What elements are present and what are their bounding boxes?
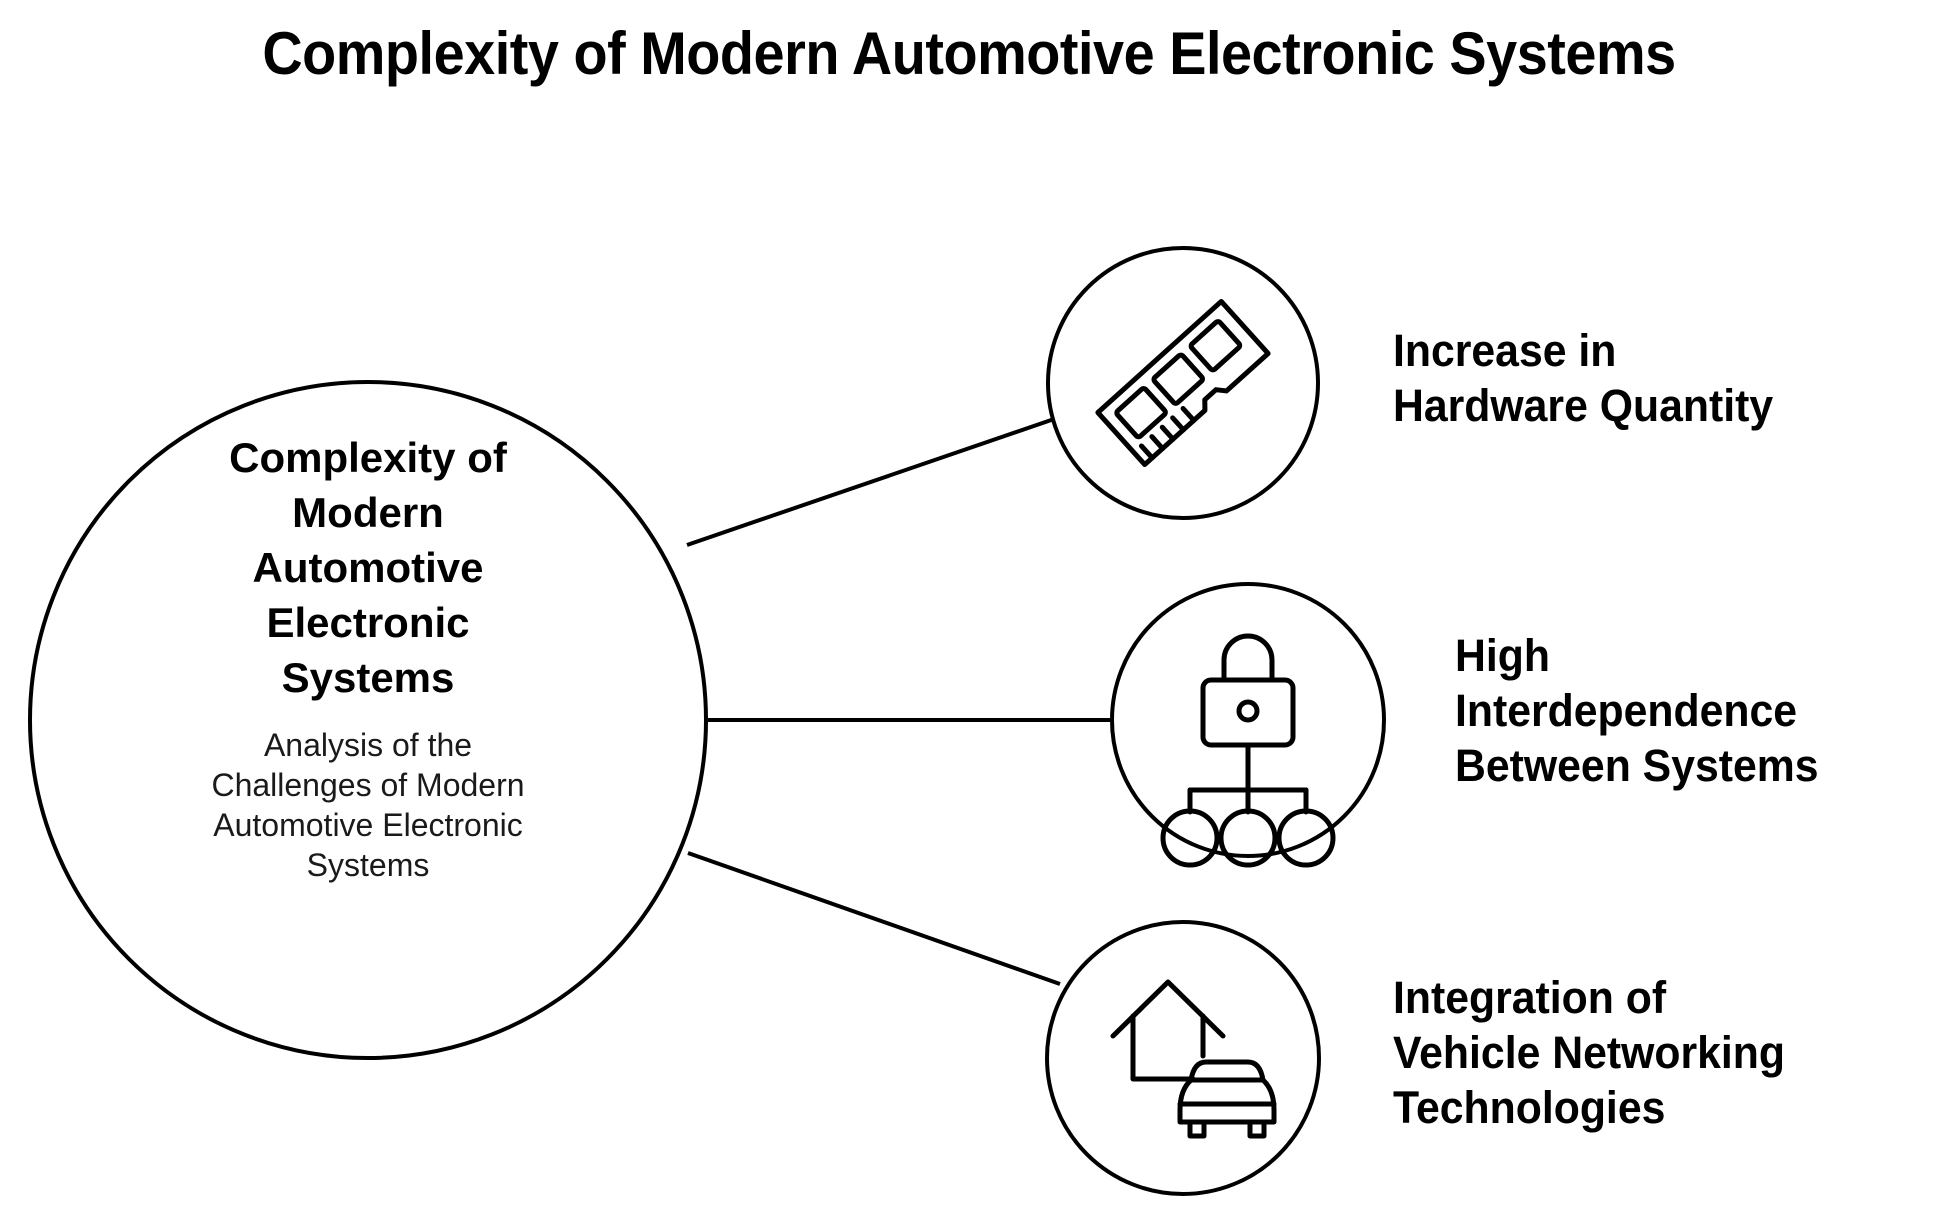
branch-label-2: High Interdependence Between Systems bbox=[1455, 630, 1819, 791]
branch-label-3: Integration of Vehicle Networking Techno… bbox=[1393, 972, 1785, 1133]
hub-title: Complexity of Modern Automotive Electron… bbox=[229, 434, 507, 701]
branch-label-1: Increase in Hardware Quantity bbox=[1393, 325, 1774, 431]
branch-node-2[interactable] bbox=[1110, 582, 1386, 868]
hub-subtitle: Analysis of the Challenges of Modern Aut… bbox=[211, 727, 525, 883]
branch-circle-3 bbox=[1045, 920, 1321, 1196]
secure-network-icon bbox=[1160, 633, 1336, 868]
memory-module-icon bbox=[1095, 298, 1271, 468]
hub-circle bbox=[28, 380, 708, 1060]
branch-circle-1 bbox=[1046, 246, 1320, 520]
connector-line-3 bbox=[687, 851, 1061, 986]
branch-node-1[interactable] bbox=[1046, 246, 1320, 520]
house-car-network-icon bbox=[1110, 979, 1277, 1139]
connector-lines bbox=[686, 415, 1113, 986]
branch-node-3[interactable] bbox=[1045, 920, 1321, 1196]
page-title: Complexity of Modern Automotive Electron… bbox=[262, 20, 1676, 87]
hub-text-block: Complexity of Modern Automotive Electron… bbox=[148, 430, 588, 885]
connector-line-1 bbox=[686, 415, 1061, 547]
